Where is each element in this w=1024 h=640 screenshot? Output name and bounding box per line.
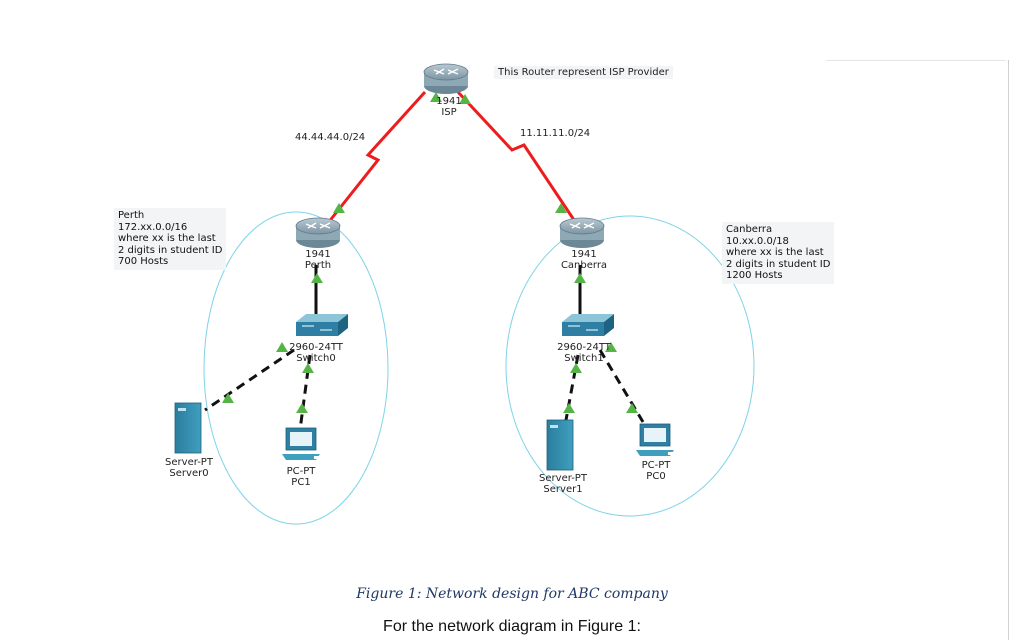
link-switch0-server0: [204, 348, 295, 412]
switch-icon[interactable]: [562, 314, 614, 336]
device-name: Canberra: [560, 260, 608, 271]
note-line: where xx is the last: [726, 247, 824, 258]
serial-link-isp-perth: [326, 90, 427, 224]
note-line: where xx is the last: [118, 233, 216, 244]
device-label-switch0: 2960-24TT Switch0: [289, 342, 343, 364]
section-heading: For the network diagram in Figure 1:: [383, 618, 641, 635]
note-line: Perth: [118, 210, 145, 221]
note-line: 2 digits in student ID: [726, 258, 831, 270]
device-model: PC-PT: [286, 466, 316, 477]
figure-caption: Figure 1: Network design for ABC company: [356, 586, 668, 602]
device-name: PC1: [291, 477, 311, 488]
device-label-perth-router: 1941 Perth: [305, 249, 331, 271]
note-line: 172.xx.0.0/16: [118, 221, 188, 233]
device-name: ISP: [441, 107, 457, 118]
server-icon[interactable]: [546, 419, 574, 471]
note-line: Canberra: [726, 224, 773, 235]
isp-note: This Router represent ISP Provider: [494, 66, 673, 79]
serial-link-isp-canberra: [456, 90, 576, 221]
note-line: 1200 Hosts: [726, 270, 783, 281]
device-model: 1941: [436, 96, 462, 107]
device-model: PC-PT: [641, 460, 671, 471]
note-line: 10.xx.0.0/18: [726, 235, 789, 247]
device-model: 1941: [305, 249, 331, 260]
device-model: Server-PT: [165, 457, 213, 468]
link-switch0-pc1: [298, 354, 312, 431]
canberra-cluster-outline: [505, 215, 755, 517]
link-label-isp-perth: 44.44.44.0/24: [295, 132, 366, 143]
page-rule-right: [1008, 60, 1009, 640]
device-name: Server1: [543, 484, 583, 495]
note-line: 700 Hosts: [118, 256, 169, 267]
perth-cluster-outline: [203, 211, 389, 525]
canberra-note: Canberra 10.xx.0.0/18 where xx is the la…: [722, 222, 835, 284]
router-icon[interactable]: [559, 217, 605, 248]
device-model: 1941: [571, 249, 597, 260]
device-label-pc0: PC-PT PC0: [642, 460, 671, 482]
device-name: Server0: [169, 468, 209, 479]
device-model: 2960-24TT: [557, 342, 611, 353]
pc-icon[interactable]: [282, 427, 320, 460]
device-name: Switch1: [564, 353, 604, 364]
device-label-server1: Server-PT Server1: [539, 473, 587, 495]
device-model: 2960-24TT: [289, 342, 343, 353]
device-name: Perth: [304, 260, 332, 271]
device-label-canberra-router: 1941 Canberra: [561, 249, 607, 271]
device-label-isp: 1941 ISP: [436, 96, 461, 118]
page-rule-top: [826, 60, 1006, 61]
pc-icon[interactable]: [636, 423, 674, 456]
switch-icon[interactable]: [296, 314, 348, 336]
note-line: 2 digits in student ID: [118, 244, 223, 256]
link-label-isp-canberra: 11.11.11.0/24: [520, 128, 591, 139]
device-label-pc1: PC-PT PC1: [287, 466, 316, 488]
link-switch1-server1: [564, 354, 580, 421]
device-name: Switch0: [296, 353, 336, 364]
device-name: PC0: [646, 471, 666, 482]
device-model: Server-PT: [539, 473, 587, 484]
device-label-switch1: 2960-24TT Switch1: [557, 342, 611, 364]
server-icon[interactable]: [174, 402, 202, 454]
router-icon[interactable]: [295, 217, 341, 248]
perth-note: Perth 172.xx.0.0/16 where xx is the last…: [114, 208, 227, 270]
router-icon[interactable]: [423, 63, 469, 94]
device-label-server0: Server-PT Server0: [165, 457, 213, 479]
